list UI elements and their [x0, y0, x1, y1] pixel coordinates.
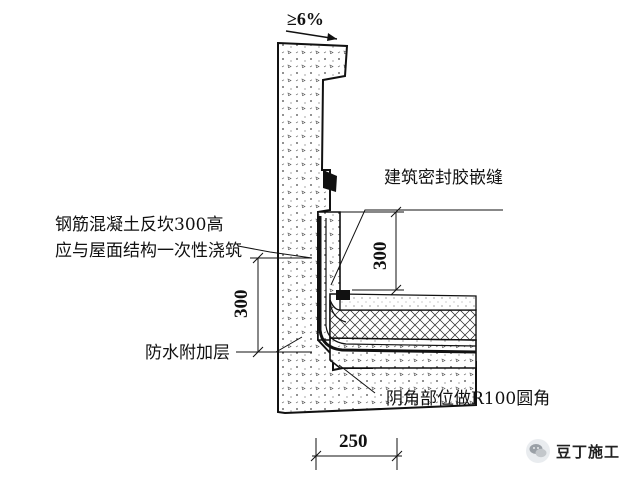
screed-layer — [339, 293, 477, 311]
bottom-dimension-line — [310, 438, 403, 470]
sealant-joint-lower — [336, 290, 350, 300]
watermark: 豆丁施工 — [526, 437, 620, 465]
left-dimension-value: 300 — [231, 290, 252, 319]
corner-label: 阴角部位做R100圆角 — [386, 389, 550, 409]
slope-arrowhead — [327, 33, 337, 41]
waterproof-membrane — [325, 218, 477, 347]
rounded-corner-curve — [329, 299, 347, 323]
sealant-joint-upper — [323, 170, 337, 192]
upstand-leader-line — [237, 245, 313, 259]
bottom-dimension-value: 250 — [339, 431, 368, 452]
waterproof-additional-layer — [318, 216, 477, 354]
left-dimension-line — [250, 252, 312, 358]
watermark-text: 豆丁施工 — [556, 442, 621, 461]
wechat-icon — [526, 439, 550, 463]
right-dimension-line — [340, 206, 404, 296]
corner-leader-line — [338, 364, 376, 394]
sealant-label: 建筑密封胶嵌缝 — [384, 168, 503, 188]
sealant-leader-line — [330, 209, 503, 286]
waterproof-label: 防水附加层 — [145, 343, 230, 363]
upstand-label-line2: 应与屋面结构一次性浇筑 — [55, 241, 242, 261]
slope-label: ≥6% — [287, 9, 324, 29]
right-dimension-value: 300 — [370, 242, 391, 271]
upstand-label-line1: 钢筋混凝土反坎300高 — [55, 215, 223, 235]
